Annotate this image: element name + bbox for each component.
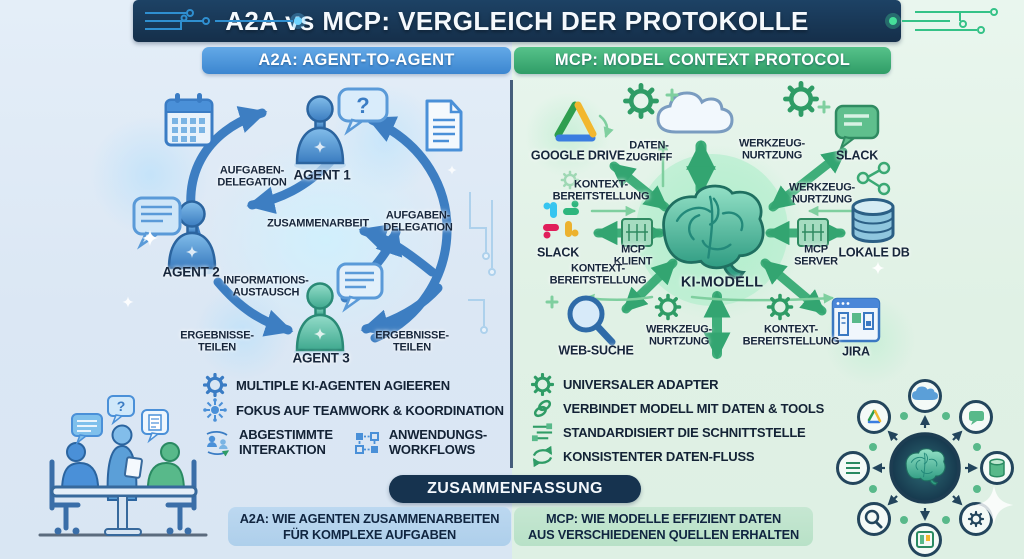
circuit-decoration-right bbox=[885, 8, 998, 34]
bullet-multiple-agents: MULTIPLE KI-AGENTEN AGIEEREN bbox=[203, 373, 508, 397]
label-ergebnisse-teilen-left: ERGEBNISSE- TEILEN bbox=[180, 329, 254, 353]
slack-chat-icon bbox=[834, 104, 880, 151]
label-google-drive: GOOGLE DRIVE bbox=[530, 148, 626, 163]
a2a-bullets: MULTIPLE KI-AGENTEN AGIEEREN FOKUS AUF T… bbox=[203, 373, 508, 460]
label-werkzeug-nutzung-right: WERKZEUG- NURTZUNG bbox=[788, 181, 856, 205]
mcp-header: MCP: MODEL CONTEXT PROTOCOL bbox=[514, 47, 891, 74]
panel-divider bbox=[510, 80, 513, 468]
share-icon bbox=[856, 161, 891, 196]
chat-bubble-icon bbox=[132, 196, 182, 250]
hub-illustration bbox=[836, 379, 1014, 557]
label-ki-modell: KI-MODELL bbox=[680, 274, 764, 291]
mcp-server-chip bbox=[797, 218, 829, 247]
gear-icon bbox=[785, 83, 816, 114]
bullet-teamwork: FOKUS AUF TEAMWORK & KOORDINATION bbox=[203, 398, 508, 422]
label-jira: JIRA bbox=[842, 344, 870, 359]
sync-icon bbox=[532, 445, 553, 468]
speech-bubble-document-icon bbox=[141, 409, 169, 444]
document-icon bbox=[425, 99, 463, 152]
people-illustration: ? bbox=[38, 395, 208, 537]
list-icon bbox=[846, 462, 860, 474]
google-drive-icon bbox=[867, 409, 882, 424]
bullet-anwendungs-workflows: ANWENDUNGS- WORKFLOWS bbox=[353, 427, 487, 457]
search-icon bbox=[864, 509, 883, 529]
label-agent3: AGENT 3 bbox=[292, 350, 350, 366]
summary-pill: ZUSAMMENFASSUNG bbox=[389, 475, 641, 503]
cloud-icon bbox=[656, 91, 734, 134]
bullet-konsistenter-datenfluss: KONSISTENTER DATEN-FLUSS bbox=[531, 445, 836, 468]
label-web-suche: WEB-SUCHE bbox=[558, 343, 634, 358]
label-ergebnisse-teilen-right: ERGEBNISSE- TEILEN bbox=[375, 329, 449, 353]
bullet-universal-adapter: UNIVERSALER ADAPTER bbox=[531, 373, 836, 396]
search-icon bbox=[567, 295, 616, 346]
link-icon bbox=[533, 399, 552, 418]
plus-decoration bbox=[545, 88, 831, 309]
label-zusammenarbeit: ZUSAMMENARBEIT bbox=[267, 217, 369, 230]
bullet-verbindet-modell: VERBINDET MODELL MIT DATEN & TOOLS bbox=[531, 398, 836, 419]
label-kontext-top: KONTEXT- BEREITSTELLUNG bbox=[552, 178, 650, 202]
a2a-header: A2A: AGENT-TO-AGENT bbox=[202, 47, 511, 74]
label-mcp-server: MCP SERVER bbox=[794, 243, 838, 267]
people-icon bbox=[206, 430, 230, 457]
mcp-bullets: UNIVERSALER ADAPTER VERBINDET MODELL MIT… bbox=[531, 373, 836, 470]
svg-text:?: ? bbox=[356, 93, 369, 118]
label-werkzeug-nutzung-bottom: WERKZEUG- NURTZUNG bbox=[645, 323, 713, 347]
label-informations-austausch: INFORMATIONS- AUSTAUSCH bbox=[223, 274, 309, 298]
gear-icon bbox=[766, 293, 794, 321]
label-werkzeug-nutzung-top: WERKZEUG- NURTZUNG bbox=[738, 137, 806, 161]
chat-icon bbox=[969, 411, 984, 425]
label-kontext-bottom: KONTEXT- BEREITSTELLUNG bbox=[742, 323, 840, 347]
gear-icon bbox=[531, 373, 554, 396]
speech-bubble-question-icon: ? bbox=[107, 395, 135, 426]
gear-icon bbox=[203, 373, 227, 397]
google-drive-icon bbox=[554, 101, 597, 142]
slack-logo-icon bbox=[543, 200, 579, 239]
label-slack-top: SLACK bbox=[835, 148, 879, 163]
label-daten-zugriff: DATEN- ZUGRIFF bbox=[625, 139, 673, 163]
mcp-client-chip bbox=[621, 218, 653, 247]
circuit-decoration-left bbox=[145, 9, 306, 30]
bullet-standardisiert: STANDARDISIERT DIE SCHNITTSTELLE bbox=[531, 422, 836, 443]
gear-icon bbox=[625, 85, 656, 116]
network-icon bbox=[203, 398, 227, 422]
a2a-circuit-edge bbox=[468, 192, 496, 334]
list-icon bbox=[531, 423, 553, 442]
label-slack-left: SLACK bbox=[536, 245, 580, 260]
database-icon bbox=[851, 198, 895, 243]
gear-icon bbox=[654, 293, 682, 321]
label-agent1: AGENT 1 bbox=[293, 167, 351, 183]
database-icon bbox=[989, 458, 1005, 478]
label-aufgaben-delegation-left: AUFGABEN- DELEGATION bbox=[217, 164, 287, 188]
cloud-icon bbox=[912, 386, 938, 400]
label-kontext-left: KONTEXT- BEREITSTELLUNG bbox=[549, 262, 647, 286]
jira-icon bbox=[831, 297, 881, 343]
speech-bubble-lines-icon bbox=[71, 413, 103, 446]
label-agent2: AGENT 2 bbox=[162, 264, 220, 280]
label-aufgaben-delegation-right: AUFGABEN- DELEGATION bbox=[383, 209, 453, 233]
hub-green-dots bbox=[869, 412, 981, 524]
page-title: A2A vs MCP: VERGLEICH DER PROTOKOLLE bbox=[225, 5, 809, 36]
label-lokale-db: LOKALE DB bbox=[838, 245, 910, 260]
calendar-icon bbox=[164, 93, 214, 147]
svg-text:?: ? bbox=[117, 398, 126, 414]
bullet-abgestimmte-interaktion: ABGESTIMMTE INTERAKTION bbox=[203, 427, 333, 457]
kanban-icon bbox=[916, 531, 934, 548]
workflow-icon bbox=[354, 431, 379, 454]
